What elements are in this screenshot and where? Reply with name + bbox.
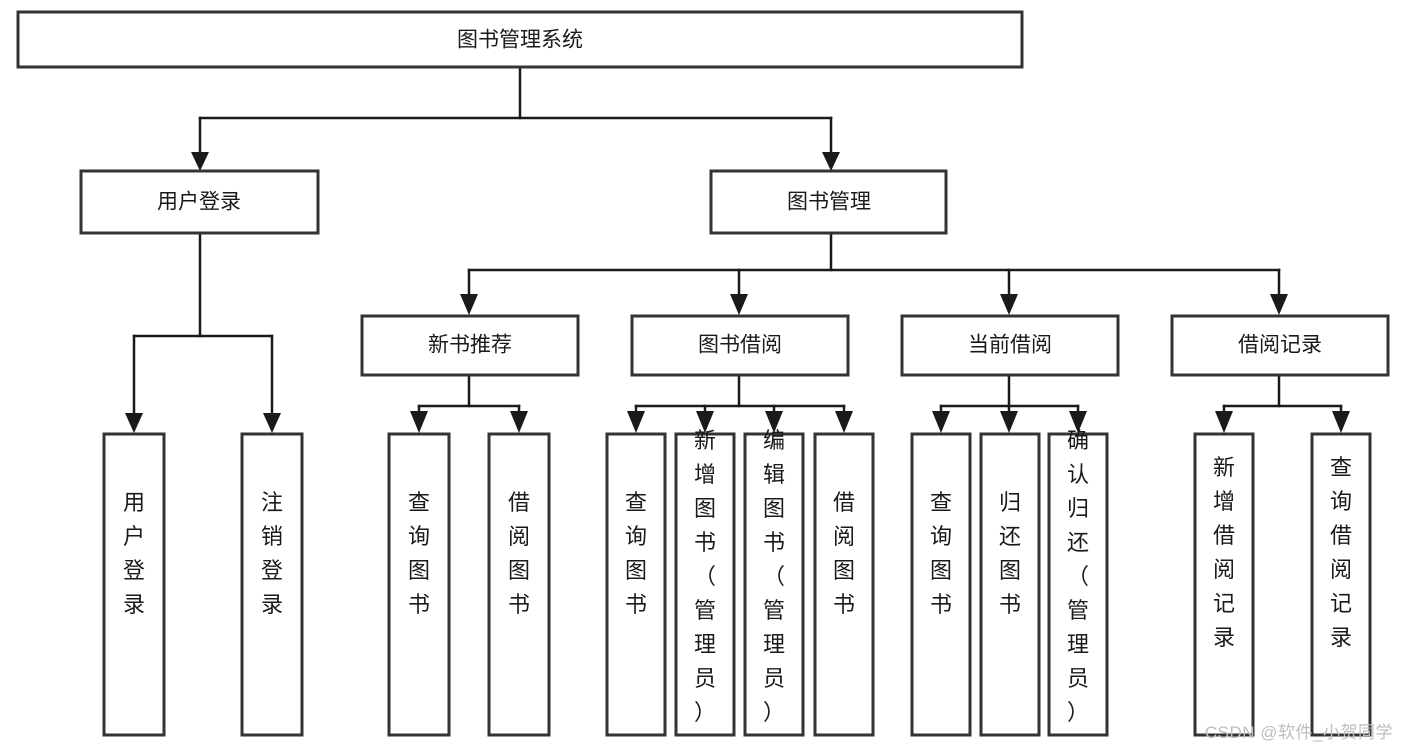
arrow-head-leaf-query-book-1 xyxy=(410,411,428,433)
node-root-box[interactable] xyxy=(16,10,1024,69)
node-leaf-edit-book[interactable]: 编辑图书（管理员） xyxy=(743,428,805,737)
node-leaf-query-book-3-box[interactable] xyxy=(910,432,972,737)
node-user-login[interactable]: 用户登录 xyxy=(79,169,320,235)
node-leaf-add-record-box[interactable] xyxy=(1193,432,1255,737)
arrow-head-new-book-recommend xyxy=(460,294,478,315)
arrow-head-book-borrow xyxy=(730,294,748,315)
node-new-book-recommend-box[interactable] xyxy=(360,314,580,377)
arrow-head-borrow-record xyxy=(1270,294,1288,315)
node-leaf-borrow-book-2[interactable]: 借阅图书 xyxy=(813,432,875,737)
arrow-head-leaf-add-record xyxy=(1215,411,1233,433)
node-book-manage[interactable]: 图书管理 xyxy=(709,169,948,235)
node-leaf-query-record[interactable]: 查询借阅记录 xyxy=(1310,432,1372,737)
arrow-head-leaf-return-book xyxy=(1000,411,1018,433)
node-leaf-query-book-3-label: 查询图书 xyxy=(930,490,952,617)
node-borrow-record[interactable]: 借阅记录 xyxy=(1170,314,1390,377)
node-leaf-add-book-label: 新增图书（管理员） xyxy=(694,428,716,725)
node-leaf-user-logout[interactable]: 注销登录 xyxy=(240,432,304,737)
node-leaf-user-logout-label: 注销登录 xyxy=(261,490,283,617)
node-book-manage-label: 图书管理 xyxy=(787,191,871,214)
node-leaf-edit-book-label: 编辑图书（管理员） xyxy=(763,428,785,725)
arrow-head-book-manage xyxy=(822,152,840,171)
arrow-head-leaf-borrow-book-2 xyxy=(835,411,853,433)
node-leaf-user-login-label: 用户登录 xyxy=(123,490,145,617)
connector-layer xyxy=(125,65,1350,433)
node-leaf-edit-book-box[interactable] xyxy=(743,432,805,737)
node-leaf-return-book-box[interactable] xyxy=(979,432,1041,737)
node-leaf-add-book-box[interactable] xyxy=(674,432,736,737)
node-user-login-box[interactable] xyxy=(79,169,320,235)
node-current-borrow-box[interactable] xyxy=(900,314,1120,377)
node-leaf-borrow-book-1-label: 借阅图书 xyxy=(508,490,530,617)
node-leaf-confirm-return-box[interactable] xyxy=(1047,432,1109,737)
node-new-book-recommend-label: 新书推荐 xyxy=(428,334,512,357)
node-leaf-query-book-2-box[interactable] xyxy=(605,432,667,737)
node-leaf-borrow-book-1[interactable]: 借阅图书 xyxy=(487,432,551,737)
node-leaf-query-book-3[interactable]: 查询图书 xyxy=(910,432,972,737)
node-user-login-label: 用户登录 xyxy=(157,191,241,214)
node-leaf-query-record-label: 查询借阅记录 xyxy=(1330,455,1352,650)
node-book-borrow[interactable]: 图书借阅 xyxy=(630,314,850,377)
node-leaf-return-book[interactable]: 归还图书 xyxy=(979,432,1041,737)
arrow-head-user-login xyxy=(191,152,209,171)
node-borrow-record-label: 借阅记录 xyxy=(1238,334,1322,357)
node-leaf-return-book-label: 归还图书 xyxy=(999,490,1021,617)
node-leaf-user-login-box[interactable] xyxy=(102,432,166,737)
node-leaf-confirm-return-label: 确认归还（管理员） xyxy=(1067,428,1089,725)
node-leaf-query-book-2-label: 查询图书 xyxy=(625,490,647,617)
arrow-head-current-borrow xyxy=(1000,294,1018,315)
node-leaf-user-logout-box[interactable] xyxy=(240,432,304,737)
node-leaf-query-book-2[interactable]: 查询图书 xyxy=(605,432,667,737)
node-leaf-borrow-book-2-label: 借阅图书 xyxy=(833,490,855,617)
node-leaf-add-record[interactable]: 新增借阅记录 xyxy=(1193,432,1255,737)
node-leaf-confirm-return[interactable]: 确认归还（管理员） xyxy=(1047,428,1109,737)
arrow-head-leaf-query-book-3 xyxy=(932,411,950,433)
node-leaf-user-login[interactable]: 用户登录 xyxy=(102,432,166,737)
arrow-head-leaf-confirm-return xyxy=(1069,411,1087,433)
node-book-borrow-label: 图书借阅 xyxy=(698,334,782,357)
node-leaf-borrow-book-2-box[interactable] xyxy=(813,432,875,737)
node-new-book-recommend[interactable]: 新书推荐 xyxy=(360,314,580,377)
node-leaf-query-book-1[interactable]: 查询图书 xyxy=(387,432,451,737)
node-leaf-query-book-1-label: 查询图书 xyxy=(408,490,430,617)
node-book-manage-box[interactable] xyxy=(709,169,948,235)
node-current-borrow[interactable]: 当前借阅 xyxy=(900,314,1120,377)
node-leaf-query-book-1-box[interactable] xyxy=(387,432,451,737)
arrow-head-leaf-query-book-2 xyxy=(627,411,645,433)
node-leaf-query-record-box[interactable] xyxy=(1310,432,1372,737)
arrow-head-leaf-edit-book xyxy=(765,411,783,433)
arrow-head-leaf-query-record xyxy=(1332,411,1350,433)
node-root-label: 图书管理系统 xyxy=(457,29,583,52)
node-root[interactable]: 图书管理系统 xyxy=(16,10,1024,69)
node-leaf-add-book[interactable]: 新增图书（管理员） xyxy=(674,428,736,737)
arrow-head-leaf-user-login xyxy=(125,413,143,433)
arrow-head-leaf-borrow-book-1 xyxy=(510,411,528,433)
arrow-head-leaf-add-book xyxy=(696,411,714,433)
csdn-watermark: CSDN @软件_小贺同学 xyxy=(1204,723,1393,742)
node-borrow-record-box[interactable] xyxy=(1170,314,1390,377)
node-leaf-add-record-label: 新增借阅记录 xyxy=(1213,455,1235,650)
node-book-borrow-box[interactable] xyxy=(630,314,850,377)
node-leaf-borrow-book-1-box[interactable] xyxy=(487,432,551,737)
arrow-head-leaf-user-logout xyxy=(263,413,281,433)
node-current-borrow-label: 当前借阅 xyxy=(968,334,1052,357)
